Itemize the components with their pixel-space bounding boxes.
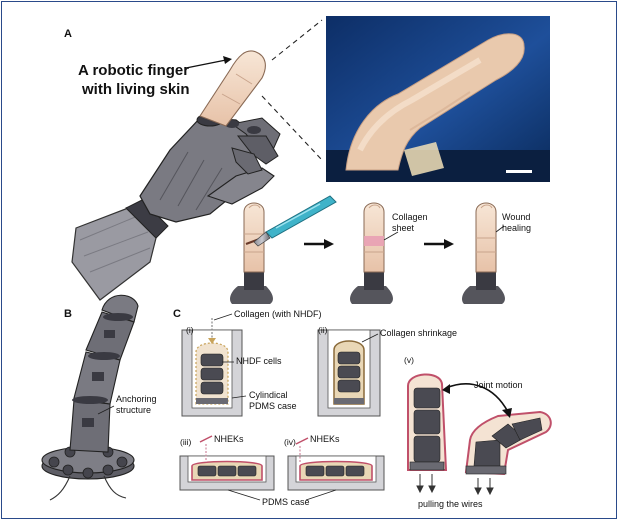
finger-curled-2 <box>236 135 279 165</box>
robot-hand <box>71 50 281 301</box>
seq-finger-2 <box>350 202 399 304</box>
pdms-case-label: PDMS case <box>262 497 310 507</box>
step-i-diagram <box>181 313 247 417</box>
joint-motion-arrow <box>445 383 509 413</box>
seq-arrow-2 <box>424 239 454 249</box>
nhdf-cells-label: NHDF cells <box>236 356 282 366</box>
seq-arrow-1 <box>304 239 334 249</box>
anchoring-label-1: Anchoring <box>116 394 157 404</box>
seq-finger-1 <box>230 202 273 304</box>
step-v-label: (v) <box>404 355 414 365</box>
nheks-label-iv: NHEKs <box>310 434 340 444</box>
step-i-label: (i) <box>186 325 194 335</box>
cylindrical-case-label-2: PDMS case <box>249 401 297 411</box>
panel-label-a: A <box>64 28 72 40</box>
step-v-diagram <box>407 373 552 496</box>
wrist-ring <box>125 199 169 239</box>
panel-label-c: C <box>173 308 181 320</box>
joint-motion-label: Joint motion <box>474 380 523 390</box>
step-iv-label: (iv) <box>284 437 296 447</box>
zoom-line-bottom <box>261 95 323 161</box>
seq-finger-3 <box>462 202 505 304</box>
skeleton-finger <box>41 294 139 501</box>
collagen-nhdf-label: Collagen (with NHDF) <box>234 309 322 319</box>
collagen-sheet-label-2: sheet <box>392 223 415 233</box>
step-iv-diagram <box>227 437 385 501</box>
healing-sequence <box>230 195 505 304</box>
anchoring-label-2: structure <box>116 405 152 415</box>
scalpel-icon <box>253 195 337 247</box>
forearm-stripe <box>79 214 151 273</box>
collagen-shrinkage-label: Collagen shrinkage <box>380 328 458 338</box>
step-ii-diagram <box>317 329 381 417</box>
skin-finger <box>199 50 266 127</box>
collagen-sheet-label-1: Collagen <box>392 212 428 222</box>
step-iii-label: (iii) <box>180 437 192 447</box>
step-iii-diagram <box>179 435 275 491</box>
callout-line-1: A robotic finger <box>78 62 190 79</box>
finger-curled-3 <box>231 147 263 175</box>
wound-healing-label-2: healing <box>502 223 532 233</box>
callout-line-2: with living skin <box>82 81 190 98</box>
callout-arrow <box>185 56 232 69</box>
cylindrical-case-label-1: Cylindical <box>249 390 288 400</box>
zoom-line-top <box>271 19 323 61</box>
thumb <box>206 167 275 205</box>
finger-photo <box>326 16 550 182</box>
step-ii-label: (ii) <box>318 325 328 335</box>
panel-label-b: B <box>64 308 72 320</box>
pulling-wires-label: pulling the wires <box>418 499 483 509</box>
nheks-label-iii: NHEKs <box>214 434 244 444</box>
wound-healing-label-1: Wound <box>502 212 531 222</box>
